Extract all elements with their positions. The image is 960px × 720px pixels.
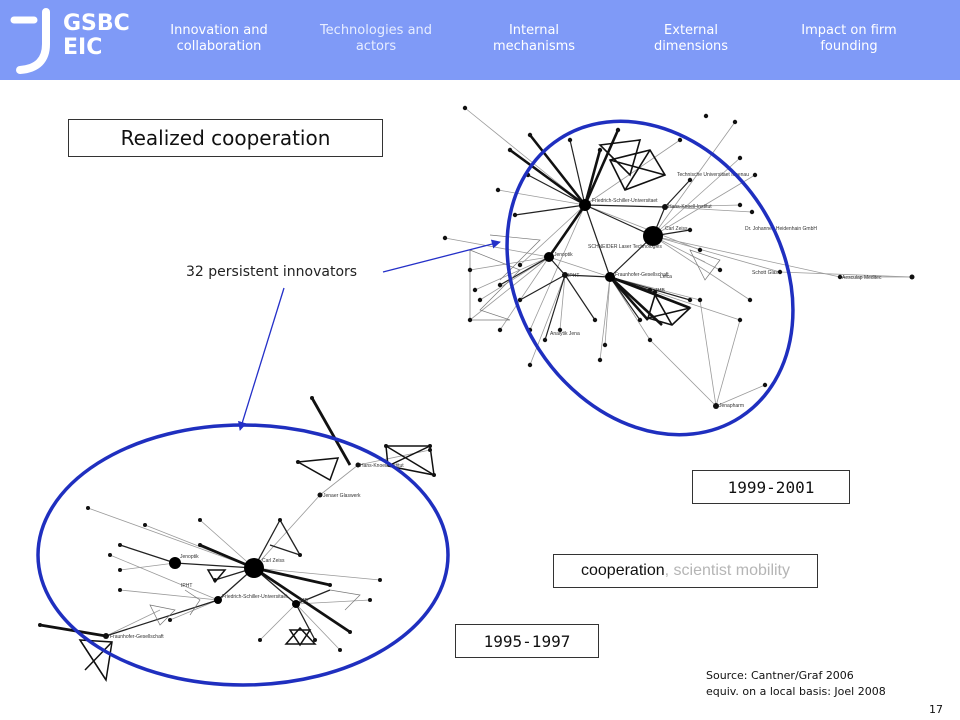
network-recent: Technische Universitaet Ilmenau Friedric…: [442, 105, 915, 409]
node-label-imb: IMB: [656, 288, 666, 294]
node-label-analytik-jena: Analytik Jena: [550, 331, 580, 337]
nav-internal[interactable]: Internal mechanisms: [492, 23, 576, 54]
network-early: Hans-Knoell-Institut Jenaer Glaswerk Jen…: [38, 396, 436, 683]
node-label-leica: Leica: [660, 274, 672, 280]
source-note: Source: Cantner/Graf 2006 equiv. on a lo…: [706, 668, 886, 700]
node-label-aesculap: Aesculap Meditec: [842, 275, 882, 281]
node-label-hki-early: Hans-Knoell-Institut: [360, 463, 404, 469]
arrow-to-recent: [382, 239, 501, 273]
node-label-fsu-early: Friedrich-Schiller-Universitaet: [222, 594, 288, 600]
node-label-schott: Schott Glas: [752, 270, 778, 276]
source-line-2: equiv. on a local basis: Joel 2008: [706, 685, 886, 698]
nav-external[interactable]: External dimensions: [653, 23, 729, 54]
logo-line1: GSBC: [63, 11, 130, 36]
node-label-ipht: IPHT: [568, 273, 579, 279]
header-bar: GSBC EIC Innovation and collaboration Te…: [0, 0, 960, 80]
gsbc-logo-icon: [10, 8, 50, 74]
nav-innovation[interactable]: Innovation and collaboration: [170, 23, 268, 54]
legend-box: cooperation, scientist mobility: [553, 554, 818, 588]
node-label-fsu: Friedrich-Schiller-Universitaet: [592, 198, 658, 204]
slide-title: Realized cooperation: [68, 119, 383, 157]
node-label-fraunhofer: Fraunhofer-Gesellschaft: [615, 272, 669, 278]
node-label-tu-ilmenau: Technische Universitaet Ilmenau: [677, 172, 749, 178]
node-label-zeiss-early: Carl Zeiss: [262, 558, 285, 564]
source-line-1: Source: Cantner/Graf 2006: [706, 669, 854, 682]
logo-wordmark: GSBC EIC: [63, 12, 130, 60]
ellipse-recent: [505, 119, 795, 437]
legend-cooperation: cooperation: [581, 562, 665, 579]
arrow-to-early: [238, 287, 285, 431]
ellipse-early: [36, 423, 450, 687]
page-number: 17: [929, 703, 943, 716]
nav-impact[interactable]: Impact on firm founding: [801, 23, 897, 54]
node-label-carl-zeiss: Carl Zeiss: [665, 226, 688, 232]
nav-technologies[interactable]: Technologies and actors: [319, 23, 433, 54]
period-label-early: 1995-1997: [455, 624, 599, 658]
node-label-hki: Hans-Knoell-Institut: [668, 204, 712, 210]
logo-line2: EIC: [63, 35, 103, 60]
period-label-recent: 1999-2001: [692, 470, 850, 504]
node-label-schneider: SCHNEIDER Laser Technologies: [588, 244, 662, 250]
annotation-persistent-innovators: 32 persistent innovators: [186, 264, 358, 280]
node-label-heidenhain: Dr. Johannes Heidenhain GmbH: [745, 226, 817, 232]
node-label-glaswerk: Jenaer Glaswerk: [323, 493, 361, 499]
node-label-fraunhofer-early: Fraunhofer-Gesellschaft: [110, 634, 164, 640]
legend-scientist-mobility: , scientist mobility: [664, 562, 790, 579]
node-label-jenapharm: Jenapharm: [719, 403, 744, 409]
node-label-ipht-early: IPHT: [181, 583, 192, 589]
node-label-jenoptik-early: Jenoptik: [180, 554, 199, 560]
node-label-jenoptik: Jenoptik: [554, 252, 573, 258]
node-label-imb-early: IMB: [299, 598, 309, 604]
